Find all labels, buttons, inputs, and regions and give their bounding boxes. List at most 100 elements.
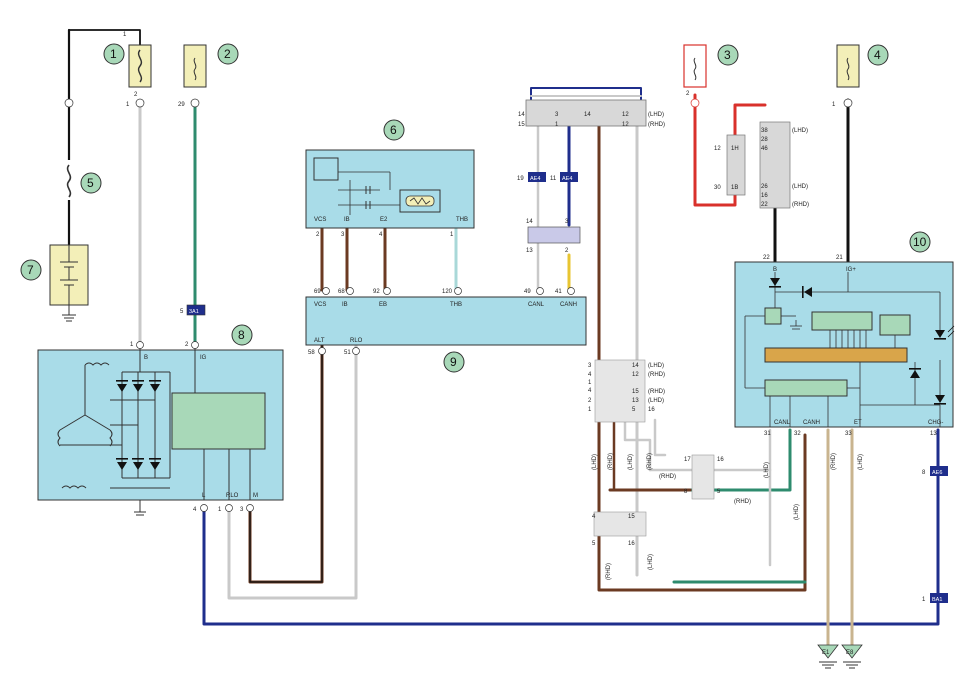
c9-num-rlo: 51 [344,350,351,356]
e1-label: E1 [822,650,830,656]
r2-1: 38 [761,128,768,134]
lw-8: 15 [628,514,635,520]
r2-9: (RHD) [792,202,809,208]
wt-2: (RHD) [608,453,614,470]
c9-num-5: 49 [524,289,531,295]
c8-num-rlo: 1 [218,507,222,513]
r1-1: 12 [714,146,721,152]
rm-13: 5 [632,407,636,413]
c9-pin-canh: CANH [560,302,577,308]
c6-pin-num-4: 1 [450,232,454,238]
top-connector: 14 15 3 1 14 12 12 (LHD) (RHD) [518,99,665,128]
c9-num-3: 92 [373,289,380,295]
tc-6: 12 [622,112,629,118]
tc-1: 14 [518,112,525,118]
c9-pin-rlo: RLO [350,338,363,344]
tc-8: (LHD) [648,112,664,118]
wire-red [693,93,767,207]
e8-label: E8 [846,650,854,656]
c9-num-2: 68 [338,289,345,295]
connector-right-mid: 3 4 14 (LHD) 1 4 12 (RHD) 2 1 13 (LHD) 5… [588,359,665,423]
ae6-n: 8 [922,470,926,476]
c8-pin-rlo: RLO [226,493,239,499]
c10-pin-chg: CHG- [928,420,943,426]
wire-rlo [227,343,358,600]
c8-pin-m: M [253,493,258,499]
callout-1-label: 1 [110,47,117,61]
r2-8: 22 [761,202,768,208]
callout-2: 2 [217,43,239,65]
c6-pin-labels: VCS IB E2 THB 2 3 4 1 [314,217,468,238]
wire-green-canh [688,428,792,492]
callout-2-label: 2 [224,47,231,61]
c8-pin-b: B [144,355,148,361]
callouts: 1 2 3 4 5 6 7 8 9 10 [20,43,931,373]
lw-1: 17 [684,457,691,463]
wt-1: (LHD) [592,454,598,470]
c6-pin-vcs: VCS [314,217,326,223]
lw-6: (RHD) [734,499,751,505]
ground-e8: E8 [841,644,863,669]
c10-num-b: 22 [763,255,770,261]
fuse-3: 2 [683,44,707,108]
component-10 [734,261,955,428]
lw-2: 16 [717,457,724,463]
joint-ae4: 19 AE4 11 AE4 [517,172,578,182]
relay-block-1: 12 1H 30 1B [714,134,746,196]
c3a1-label: 3A1 [189,309,199,315]
ground-e1: E1 [817,644,839,669]
c6-pin-num-2: 3 [341,232,345,238]
tc-3: 3 [555,112,559,118]
connector-3a1: 5 3A1 [180,304,206,316]
fuse-1: 2 1 1 [123,32,152,108]
wire-white-lhd [623,418,652,472]
rm-15: 15 [632,389,639,395]
c9-pin-eb: EB [379,302,387,308]
wt-6: (LHD) [794,504,800,520]
r1-2: 1H [731,146,739,152]
battery-7 [49,244,89,322]
c8-num-b: 1 [130,342,134,348]
callout-4-label: 4 [874,48,881,62]
c6-pin-e2: E2 [380,217,388,223]
c9-pin-ib: IB [342,302,348,308]
c6-pin-ib: IB [344,217,350,223]
c10-pin-b: B [773,267,777,273]
callout-10-label: 10 [913,235,927,249]
c9-connector-marks [318,287,575,355]
wire-top-loop [68,29,141,46]
wt-7: (RHD) [831,453,837,470]
c9-labels: 69 68 92 120 49 41 VCS IB EB THB CANL CA… [308,289,577,356]
ae4-n1: 19 [517,176,524,182]
callout-3-label: 3 [724,48,731,62]
rm-6: 4 [588,388,592,394]
c6-pin-num-1: 2 [316,232,320,238]
connector-lower: 17 16 (RHD) 8 5 (RHD) 4 15 5 16 [592,454,751,547]
lw-10: 16 [628,541,635,547]
r2-3: 28 [761,137,768,143]
lw-4: 8 [684,489,688,495]
component-6 [305,149,475,229]
fuse-4: 1 [832,44,860,108]
c8-num-m: 3 [240,507,244,513]
c8-num-l: 4 [193,507,197,513]
callout-8: 8 [231,324,253,346]
ba1-n: 1 [922,597,926,603]
wire-white-joint [648,428,772,472]
connector-ba1: 1 BA1 [922,593,948,603]
tc-7: 12 [622,122,629,128]
callout-10: 10 [909,231,931,253]
r2-7: 16 [761,193,768,199]
r1-4: 1B [731,185,738,191]
rm-7: 12 [632,372,639,378]
r2-2: (LHD) [792,128,808,134]
rm-16: (RHD) [648,389,665,395]
component-9 [305,296,587,346]
c9-num-alt: 58 [308,350,315,356]
c8-labels: 1 B 2 IG L RLO M 4 1 3 [130,342,258,513]
rm-9: 2 [588,398,592,404]
component-8 [37,345,284,516]
wt-3: (LHD) [628,454,634,470]
callout-8-label: 8 [238,328,245,342]
fuse1-t3: 1 [123,32,127,38]
